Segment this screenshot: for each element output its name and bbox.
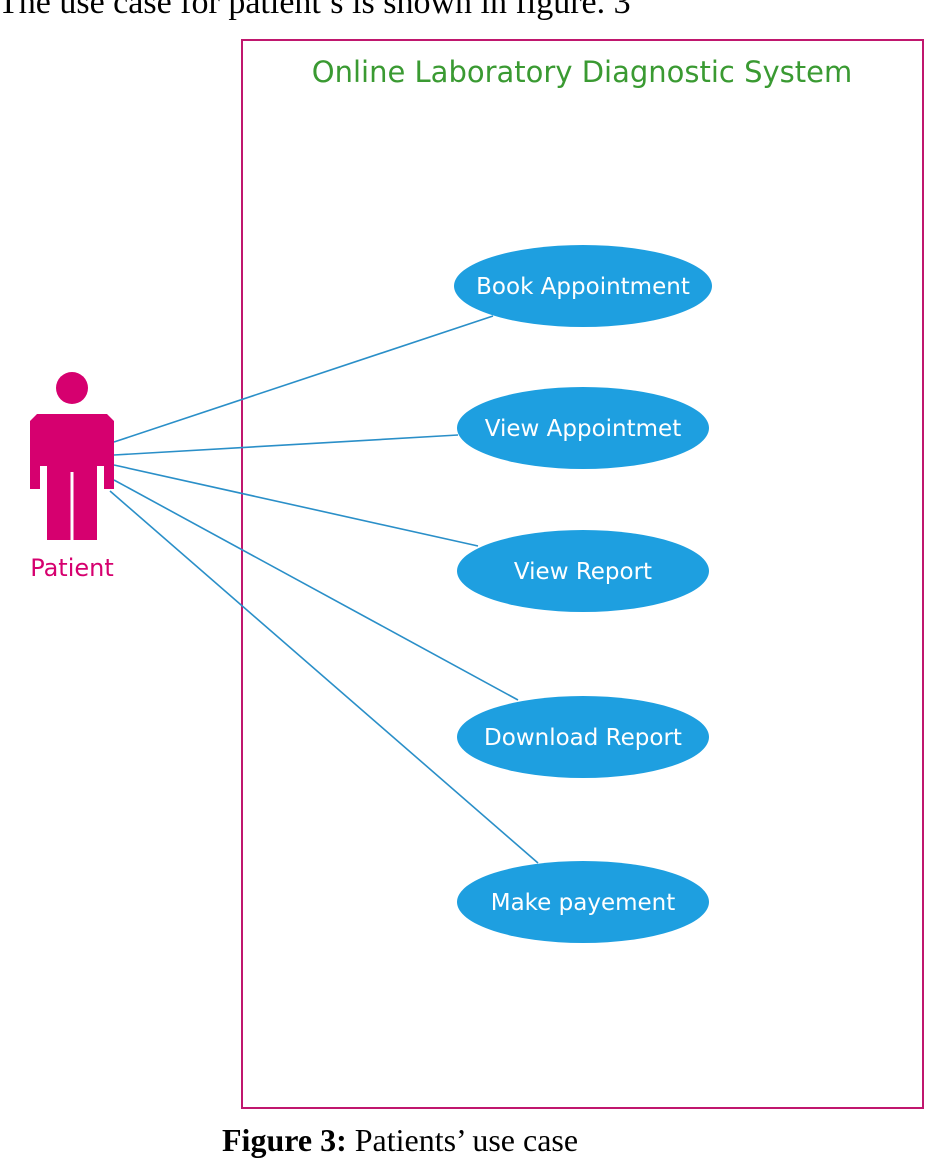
association-download-report [113,479,519,701]
use-case-ellipse [457,861,709,943]
system-title: Online Laboratory Diagnostic System [312,55,852,89]
figure-caption: Figure 3: Patients’ use case [222,1124,578,1156]
stick-figure-actor-icon [30,414,114,540]
use-case-view-report[interactable]: View Report [457,530,709,612]
use-case-label: Make payement [491,890,676,916]
intro-text: The use case for patient’s is shown in f… [0,0,631,21]
association-view-appointment [113,434,459,456]
use-case-label: View Report [514,559,652,585]
use-case-ellipse [454,245,712,327]
actor-label: Patient [30,554,114,582]
use-case-label: View Appointmet [485,416,681,442]
actor-head [56,372,88,404]
association-book-appointment [113,315,494,443]
actor-patient[interactable] [30,372,114,540]
system-boundary [241,39,924,1109]
use-case-label: Download Report [484,725,682,751]
association-view-report [113,464,479,547]
use-case-download-report[interactable]: Download Report [457,696,709,778]
use-case-ellipse [457,696,709,778]
use-case-view-appointment[interactable]: View Appointmet [457,387,709,469]
use-case-ellipse [457,530,709,612]
use-case-book-appointment[interactable]: Book Appointment [454,245,712,327]
use-case-make-payment[interactable]: Make payement [457,861,709,943]
associations [109,315,539,864]
association-make-payment [109,490,539,864]
caption-label: Figure 3: [222,1122,347,1158]
use-case-label: Book Appointment [476,274,690,300]
caption-text: Patients’ use case [346,1122,579,1158]
use-case-ellipse [457,387,709,469]
